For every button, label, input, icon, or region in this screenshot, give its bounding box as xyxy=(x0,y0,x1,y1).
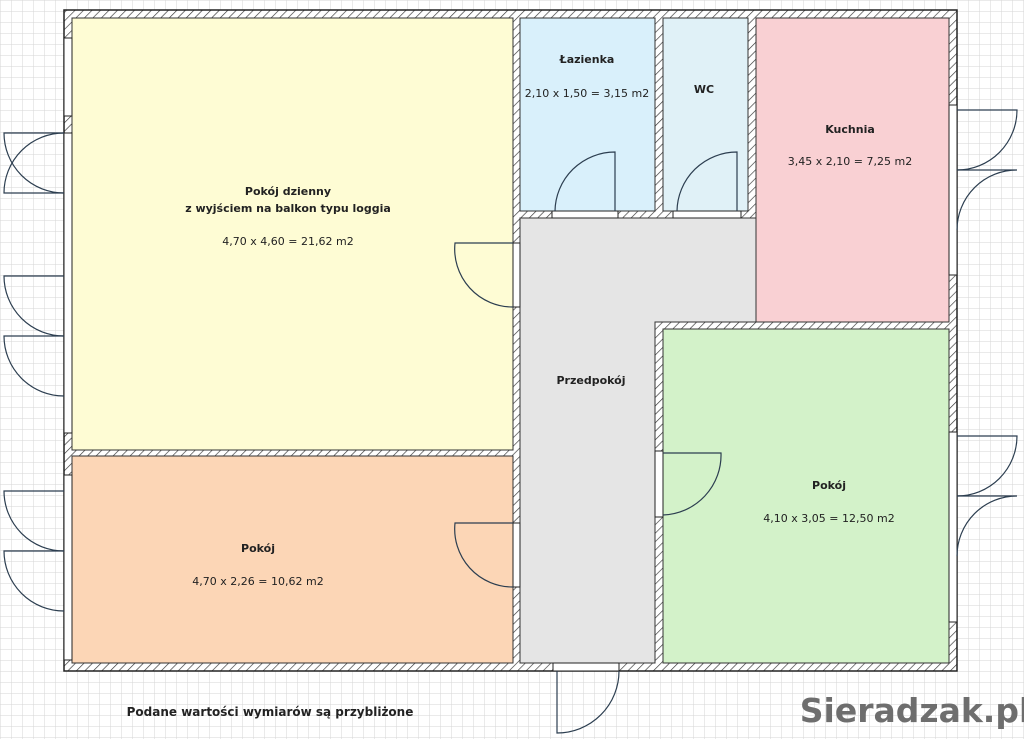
room-kitchen xyxy=(755,17,950,323)
room-left-name: Pokój xyxy=(241,542,275,555)
bathroom-dimensions: 2,10 x 1,50 = 3,15 m2 xyxy=(525,87,649,100)
wc-name: WC xyxy=(694,83,714,96)
bathroom-name: Łazienka xyxy=(559,53,615,66)
room-left-dimensions: 4,70 x 2,26 = 10,62 m2 xyxy=(192,575,323,588)
doors xyxy=(454,151,742,734)
living-dimensions: 4,70 x 4,60 = 21,62 m2 xyxy=(222,235,353,248)
room-living xyxy=(71,17,514,451)
room-bathroom xyxy=(519,17,656,212)
room-right-dimensions: 4,10 x 3,05 = 12,50 m2 xyxy=(763,512,894,525)
living-name: Pokój dzienny xyxy=(245,185,331,198)
room-right-name: Pokój xyxy=(812,479,846,492)
living-subtitle: z wyjściem na balkon typu loggia xyxy=(185,202,391,215)
window-sashes xyxy=(3,109,1018,612)
room-right xyxy=(662,328,950,664)
kitchen-name: Kuchnia xyxy=(825,123,875,136)
windows xyxy=(63,37,958,661)
disclaimer-note: Podane wartości wymiarów są przybliżone xyxy=(127,705,414,719)
kitchen-dimensions: 3,45 x 2,10 = 7,25 m2 xyxy=(788,155,912,168)
logo: Sieradzak.pl xyxy=(800,691,1024,730)
room-wc xyxy=(662,17,749,212)
room-hall xyxy=(519,217,757,664)
hall-name: Przedpokój xyxy=(556,374,625,387)
room-left xyxy=(71,455,514,664)
